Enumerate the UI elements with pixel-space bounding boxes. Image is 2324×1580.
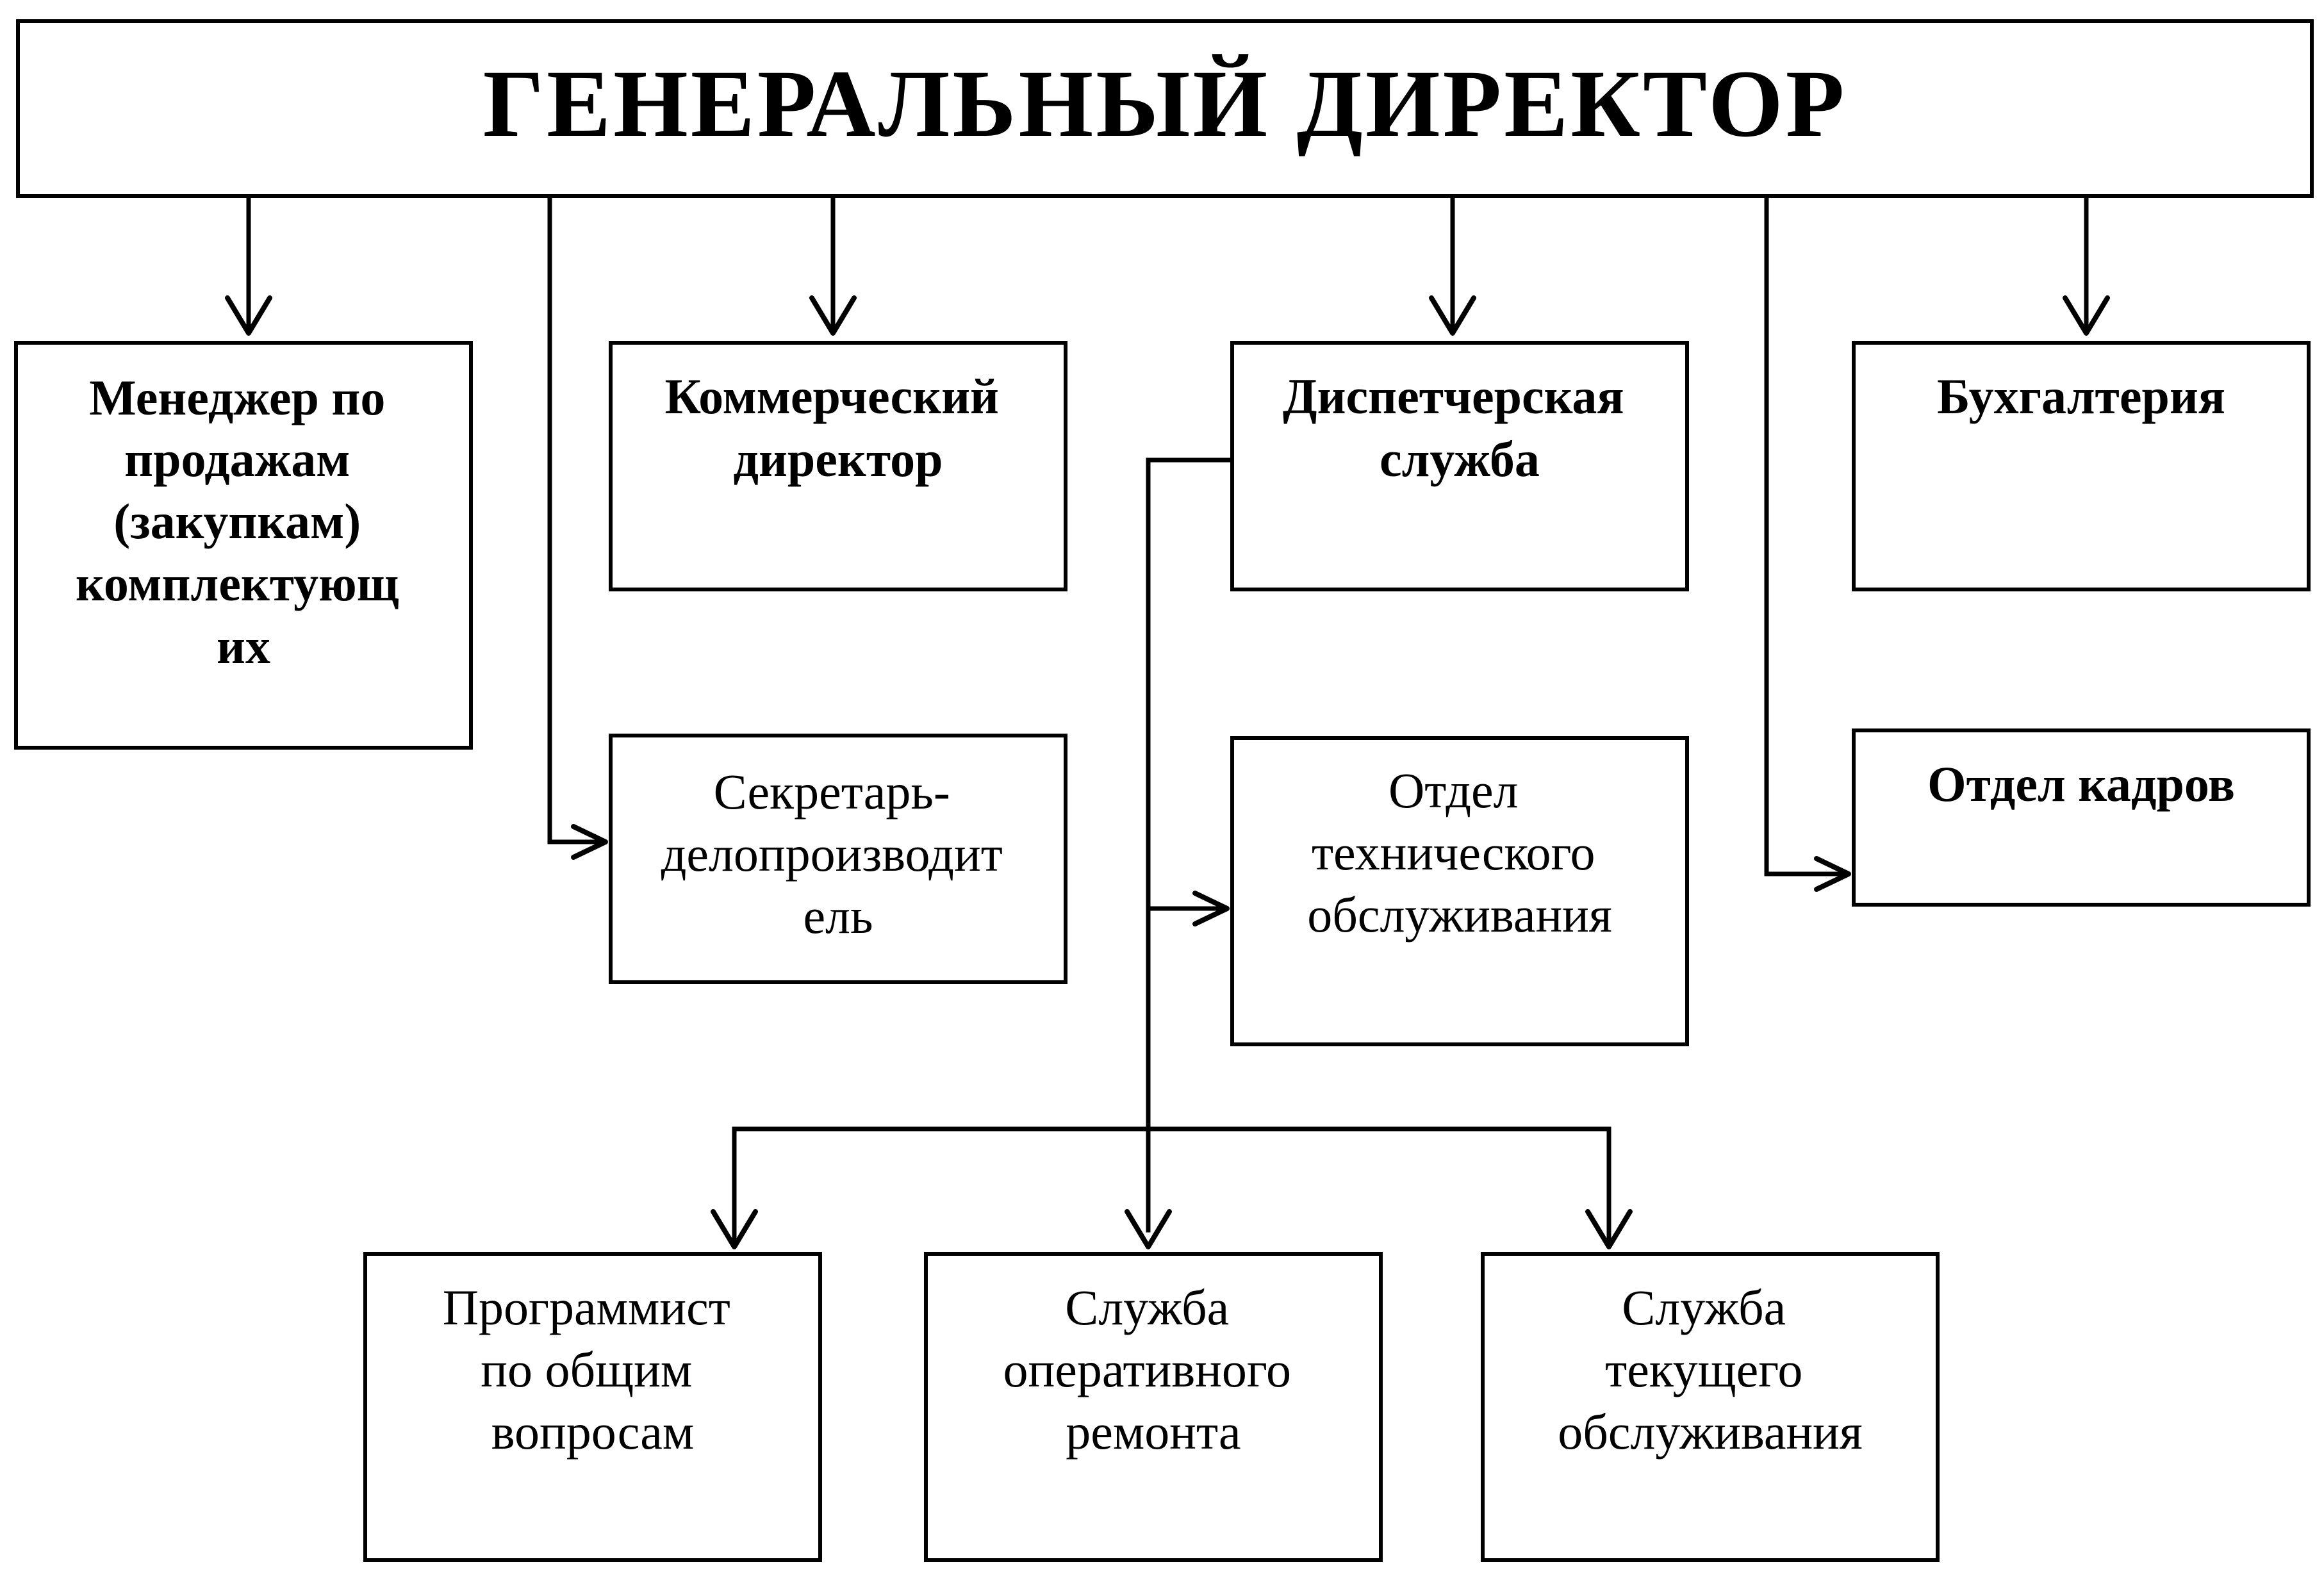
arrowhead-operational-repair xyxy=(1125,1209,1172,1249)
general-director-title: ГЕНЕРАЛЬНЫЙ ДИРЕКТОР xyxy=(483,51,1847,157)
commercial-director-line-2: директор xyxy=(733,431,943,487)
connectors xyxy=(225,193,2110,1249)
arrowhead-accounting xyxy=(2063,295,2110,336)
sales-manager-label: Менеджер по продажам (закупкам) комплект… xyxy=(76,370,411,674)
hr-department-line-1: Отдел кадров xyxy=(1927,756,2235,812)
arrowhead-sales-manager xyxy=(225,295,272,336)
programmer-box: Программист по общим вопросам xyxy=(363,1252,822,1562)
secretary-line-1: Секретарь- xyxy=(714,764,950,819)
secretary-line-3: ель xyxy=(803,888,873,944)
general-director-box: ГЕНЕРАЛЬНЫЙ ДИРЕКТОР xyxy=(16,19,2314,198)
sales-manager-line-5: их xyxy=(217,618,270,674)
dispatch-service-line-2: служба xyxy=(1380,431,1540,487)
secretary-label: Секретарь- делопроизводит ель xyxy=(661,764,1016,944)
tech-maintenance-line-2: технического xyxy=(1312,825,1595,880)
operational-repair-line-3: ремонта xyxy=(1066,1404,1240,1460)
sales-manager-line-4: комплектующ xyxy=(76,555,399,611)
programmer-label: Программист по общим вопросам xyxy=(443,1280,743,1460)
operational-repair-line-1: Служба xyxy=(1065,1280,1229,1335)
dispatch-service-line-1: Диспетчерская xyxy=(1283,368,1624,424)
arrowhead-programmer xyxy=(711,1209,758,1249)
sales-manager-line-3: (закупкам) xyxy=(113,493,361,549)
secretary-line-2: делопроизводит xyxy=(661,826,1003,882)
arrowhead-dispatch-service xyxy=(1429,295,1476,336)
current-maintenance-line-2: текущего xyxy=(1605,1342,1802,1397)
arrowhead-secretary xyxy=(571,824,608,860)
programmer-line-2: по общим xyxy=(481,1342,692,1397)
programmer-line-3: вопросам xyxy=(491,1404,695,1460)
tech-maintenance-line-3: обслуживания xyxy=(1307,887,1612,942)
arrowhead-tech-maintenance xyxy=(1192,891,1230,926)
current-maintenance-line-3: обслуживания xyxy=(1558,1404,1863,1460)
commercial-director-box: Коммерческий директор xyxy=(609,341,1067,591)
dispatch-trunk xyxy=(1146,457,1235,1233)
accounting-box: Бухгалтерия xyxy=(1852,341,2311,591)
current-maintenance-line-1: Служба xyxy=(1622,1280,1786,1335)
secretary-box: Секретарь- делопроизводит ель xyxy=(609,734,1067,984)
operational-repair-line-2: оперативного xyxy=(1003,1342,1291,1397)
commercial-director-label: Коммерческий директор xyxy=(664,368,1011,487)
tech-maintenance-label: Отдел технического обслуживания xyxy=(1307,762,1612,942)
hr-department-box: Отдел кадров xyxy=(1852,728,2311,907)
accounting-line-1: Бухгалтерия xyxy=(1937,368,2225,424)
commercial-director-line-1: Коммерческий xyxy=(664,368,999,424)
current-maintenance-label: Служба текущего обслуживания xyxy=(1558,1280,1863,1460)
sales-manager-box: Менеджер по продажам (закупкам) комплект… xyxy=(14,341,473,750)
dispatch-service-box: Диспетчерская служба xyxy=(1230,341,1689,591)
tech-maintenance-box: Отдел технического обслуживания xyxy=(1230,736,1689,1046)
arrowhead-current-maintenance xyxy=(1585,1209,1633,1249)
connector-to-secretary xyxy=(547,193,605,844)
sales-manager-line-1: Менеджер по xyxy=(89,370,385,425)
connector-to-hr xyxy=(1764,193,1848,876)
arrowhead-hr xyxy=(1814,856,1851,892)
sales-manager-line-2: продажам xyxy=(124,431,350,487)
accounting-label: Бухгалтерия xyxy=(1937,368,2225,424)
arrowhead-commercial-director xyxy=(809,295,857,336)
operational-repair-box: Служба оперативного ремонта xyxy=(924,1252,1383,1562)
hr-department-label: Отдел кадров xyxy=(1927,756,2235,812)
current-maintenance-box: Служба текущего обслуживания xyxy=(1481,1252,1940,1562)
tech-maintenance-line-1: Отдел xyxy=(1389,762,1519,818)
dispatch-service-label: Диспетчерская служба xyxy=(1283,368,1636,487)
operational-repair-label: Служба оперативного ремонта xyxy=(1003,1280,1304,1460)
programmer-line-1: Программист xyxy=(443,1280,730,1335)
